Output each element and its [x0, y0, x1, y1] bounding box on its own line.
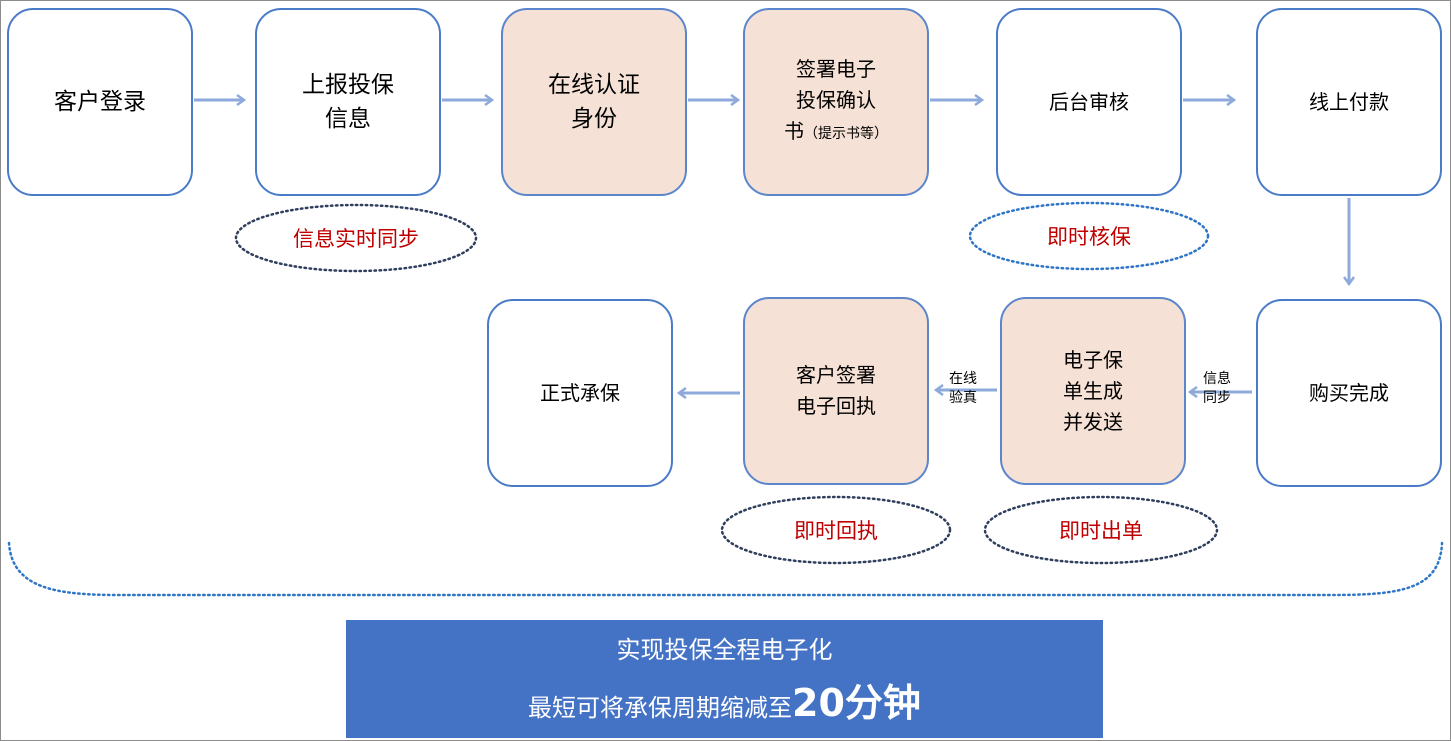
step-sign-receipt: 客户签署 电子回执 [743, 297, 929, 485]
step-online-payment: 线上付款 [1256, 8, 1442, 196]
ellipse-instant-receipt [720, 495, 952, 565]
step-online-identity: 在线认证 身份 [501, 8, 687, 196]
tag-instant-check: 即时核保 [1047, 225, 1131, 249]
banner-highlight: 20分钟 [792, 681, 921, 725]
step-policy-issue: 电子保 单生成 并发送 [1000, 297, 1186, 485]
banner-line2-prefix: 最短可将承保周期缩减至 [528, 694, 793, 722]
step-customer-login: 客户登录 [7, 8, 193, 196]
step-report-info: 上报投保 信息 [255, 8, 441, 196]
brace-curve [7, 541, 1444, 597]
ellipse-info-sync [234, 203, 478, 273]
banner-line2: 最短可将承保周期缩减至20分钟 [346, 672, 1103, 727]
summary-banner: 实现投保全程电子化 最短可将承保周期缩减至20分钟 [346, 620, 1103, 738]
step-sign-confirmation: 签署电子 投保确认 书（提示书等） [743, 8, 929, 196]
arrow-label-sync: 信息 同步 [1203, 371, 1231, 406]
ellipse-instant-issue [983, 495, 1219, 565]
arrow-label-verify: 在线 验真 [949, 371, 977, 406]
step-formal-underwriting: 正式承保 [487, 299, 673, 487]
banner-line1: 实现投保全程电子化 [616, 636, 833, 664]
step-backend-review: 后台审核 [996, 8, 1182, 196]
tag-info-sync: 信息实时同步 [293, 227, 419, 251]
step-sign-label: 签署电子 投保确认 书 [784, 57, 876, 143]
step-sign-note: （提示书等） [804, 126, 888, 142]
tag-instant-issue: 即时出单 [1059, 519, 1143, 543]
ellipse-instant-check [968, 201, 1210, 271]
tag-instant-receipt: 即时回执 [794, 519, 878, 543]
step-purchase-complete: 购买完成 [1256, 299, 1442, 487]
